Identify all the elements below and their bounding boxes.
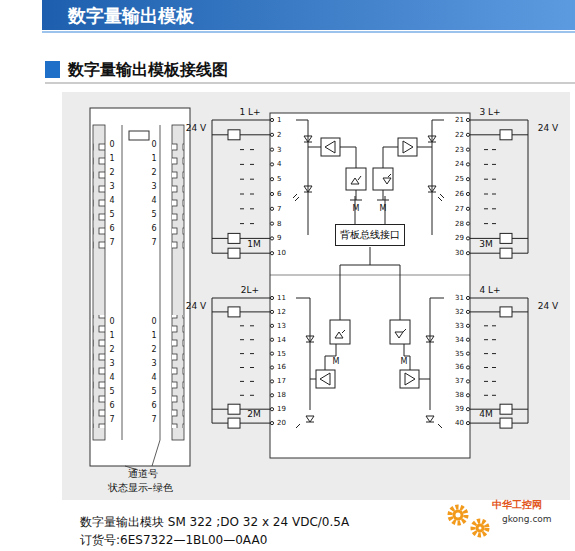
ground-label: 2M xyxy=(247,409,261,419)
channel-number: 7 xyxy=(151,238,156,247)
watermark: 中华工控网 xyxy=(492,499,542,511)
watermark: gkong.com xyxy=(502,514,552,524)
pin-number: 39 xyxy=(455,405,464,413)
order-number: 订货号:6ES7322—1BL00—0AA0 xyxy=(80,534,267,548)
channel-number: 6 xyxy=(151,401,156,410)
pin-number: 10 xyxy=(277,249,286,257)
caption: 数字量输出模块 SM 322 ;DO 32 x 24 VDC/0.5A xyxy=(80,516,349,530)
panel-label: 状态显示–绿色 xyxy=(108,482,173,494)
supply-label: 1 L+ xyxy=(239,107,260,117)
channel-number: 5 xyxy=(109,210,114,219)
pin-number: 20 xyxy=(277,419,286,427)
pin-number: 9 xyxy=(277,234,281,242)
channel-number: 2 xyxy=(151,345,156,354)
channel-number: 2 xyxy=(109,345,114,354)
channel-number: 5 xyxy=(151,210,156,219)
channel-number: 1 xyxy=(109,154,114,163)
pin-number: 32 xyxy=(455,308,464,316)
ground-symbol-label: M xyxy=(333,357,340,366)
channel-number: 3 xyxy=(151,182,156,191)
channel-number: 5 xyxy=(151,387,156,396)
ground-symbol-label: M xyxy=(353,204,360,213)
pin-number: 40 xyxy=(455,419,464,427)
voltage-label: 24 V xyxy=(538,123,558,133)
channel-number: 4 xyxy=(151,373,156,382)
channel-number: 4 xyxy=(109,373,114,382)
pin-number: 23 xyxy=(455,146,464,154)
page-title: 数字量输出模板 xyxy=(68,6,194,27)
pin-number: 19 xyxy=(277,405,286,413)
supply-label: 3 L+ xyxy=(479,107,500,117)
pin-number: 15 xyxy=(277,350,286,358)
pin-number: 38 xyxy=(455,391,464,399)
channel-number: 6 xyxy=(109,401,114,410)
pin-number: 11 xyxy=(277,294,286,302)
channel-number: 3 xyxy=(109,359,114,368)
pin-number: 12 xyxy=(277,308,286,316)
channel-number: 0 xyxy=(151,317,156,326)
pin-number: 30 xyxy=(455,249,464,257)
channel-number: 7 xyxy=(109,238,114,247)
pin-number: 22 xyxy=(455,131,464,139)
ground-label: 1M xyxy=(247,239,261,249)
pin-number: 27 xyxy=(455,205,464,213)
ground-label: 3M xyxy=(479,239,493,249)
pin-number: 6 xyxy=(277,190,281,198)
channel-number: 5 xyxy=(109,387,114,396)
ground-label: 4M xyxy=(479,409,493,419)
channel-number: 1 xyxy=(151,154,156,163)
pin-number: 13 xyxy=(277,322,286,330)
pin-number: 16 xyxy=(277,363,286,371)
section-heading: 数字量输出模板接线图 xyxy=(68,61,228,79)
channel-number: 0 xyxy=(109,317,114,326)
box-text: 背板总线接口 xyxy=(340,228,400,242)
pin-number: 8 xyxy=(277,220,281,228)
channel-number: 3 xyxy=(109,182,114,191)
ground-symbol-label: M xyxy=(380,204,387,213)
pin-number: 36 xyxy=(455,363,464,371)
pin-number: 33 xyxy=(455,322,464,330)
channel-number: 3 xyxy=(151,359,156,368)
channel-number: 1 xyxy=(151,331,156,340)
pin-number: 2 xyxy=(277,131,281,139)
pin-number: 28 xyxy=(455,220,464,228)
backplane-interface-box: 背板总线接口 xyxy=(335,224,405,246)
channel-number: 6 xyxy=(109,224,114,233)
pin-number: 25 xyxy=(455,175,464,183)
pin-number: 1 xyxy=(277,116,281,124)
voltage-label: 24 V xyxy=(186,123,206,133)
pin-number: 31 xyxy=(455,294,464,302)
supply-label: 4 L+ xyxy=(479,285,500,295)
pin-number: 21 xyxy=(455,116,464,124)
channel-number: 2 xyxy=(109,168,114,177)
pin-number: 35 xyxy=(455,350,464,358)
channel-number: 6 xyxy=(151,224,156,233)
panel-label: 通道号 xyxy=(128,468,158,480)
channel-number: 0 xyxy=(151,140,156,149)
channel-number: 1 xyxy=(109,331,114,340)
pin-number: 37 xyxy=(455,377,464,385)
pin-number: 5 xyxy=(277,175,281,183)
voltage-label: 24 V xyxy=(186,301,206,311)
ground-symbol-label: M xyxy=(401,357,408,366)
pin-number: 7 xyxy=(277,205,281,213)
pin-number: 4 xyxy=(277,160,281,168)
channel-number: 2 xyxy=(151,168,156,177)
pin-number: 26 xyxy=(455,190,464,198)
pin-number: 29 xyxy=(455,234,464,242)
voltage-label: 24 V xyxy=(538,301,558,311)
pin-number: 3 xyxy=(277,146,281,154)
pin-number: 24 xyxy=(455,160,464,168)
channel-number: 4 xyxy=(109,196,114,205)
pin-number: 14 xyxy=(277,336,286,344)
pin-number: 34 xyxy=(455,336,464,344)
channel-number: 4 xyxy=(151,196,156,205)
channel-number: 7 xyxy=(151,415,156,424)
pin-number: 18 xyxy=(277,391,286,399)
pin-number: 17 xyxy=(277,377,286,385)
channel-number: 0 xyxy=(109,140,114,149)
channel-number: 7 xyxy=(109,415,114,424)
supply-label: 2L+ xyxy=(241,285,259,295)
